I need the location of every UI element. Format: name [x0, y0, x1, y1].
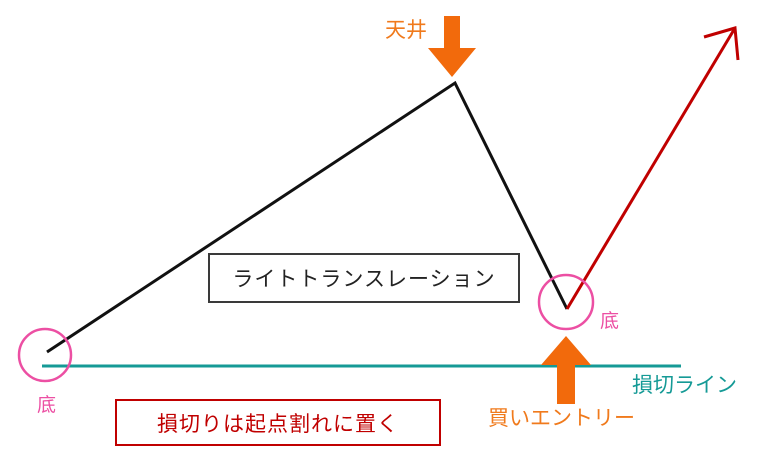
up-arrow-icon	[541, 336, 591, 404]
stop-note-box: 損切りは起点割れに置く	[115, 399, 441, 446]
bottom-label-left: 底	[37, 394, 57, 416]
price-path	[46, 80, 569, 354]
stop-note-label: 損切りは起点割れに置く	[157, 411, 399, 436]
down-arrow-icon	[428, 16, 476, 77]
rise-arrow	[565, 26, 740, 310]
translation-box: ライトトランスレーション	[208, 253, 520, 303]
bottom-circle-right	[537, 273, 595, 331]
buy-entry-label: 買いエントリー	[488, 406, 635, 430]
top-label: 天井	[385, 18, 427, 42]
bottom-circle-left	[17, 327, 73, 383]
bottom-label-right: 底	[600, 310, 620, 332]
translation-label: ライトトランスレーション	[232, 267, 496, 291]
stop-loss-label: 損切ライン	[632, 373, 737, 397]
